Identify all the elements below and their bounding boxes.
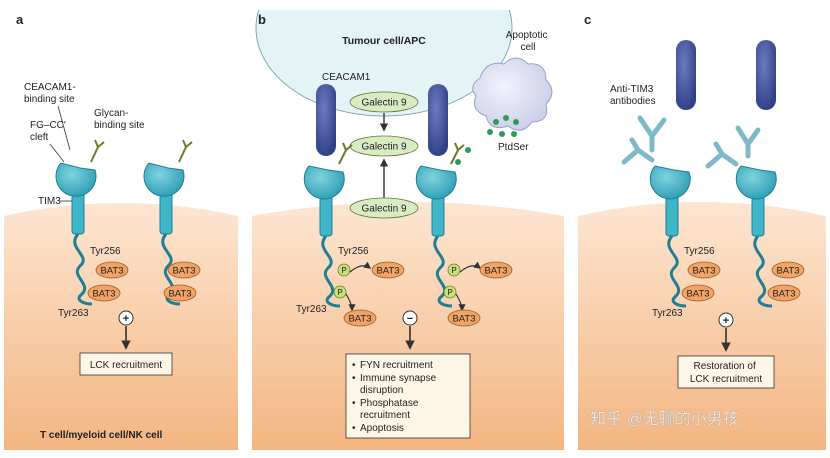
svg-text:Galectin 9: Galectin 9	[361, 204, 406, 215]
apoptotic-cell-label: Apoptotic cell	[506, 30, 550, 53]
ptdser-dots	[455, 115, 519, 165]
bat3-b-2: BAT3	[343, 309, 377, 327]
bat3-c-1: BAT3	[687, 261, 721, 279]
svg-text:BAT3: BAT3	[172, 266, 195, 277]
svg-text:Galectin 9: Galectin 9	[361, 142, 406, 153]
bat3-c-4: BAT3	[767, 284, 801, 302]
svg-text:−: −	[407, 313, 413, 325]
svg-text:BAT3: BAT3	[686, 289, 709, 300]
ceacam1-c-left	[676, 40, 696, 110]
bat3-a-1: BAT3	[95, 261, 129, 279]
svg-text:BAT3: BAT3	[484, 266, 507, 277]
tyr263-label-c: Tyr263	[652, 308, 683, 319]
svg-text:+: +	[123, 313, 129, 325]
galectin9-bottom: Galectin 9	[349, 197, 419, 219]
svg-text:BAT3: BAT3	[692, 266, 715, 277]
galectin9-top: Galectin 9	[349, 91, 419, 113]
svg-text:BAT3: BAT3	[348, 314, 371, 325]
restoration-box: Restoration of LCK recruitment	[677, 355, 775, 389]
svg-text:BAT3: BAT3	[776, 266, 799, 277]
tumour-cell-label: Tumour cell/APC	[342, 35, 426, 47]
svg-text:LCK recruitment: LCK recruitment	[90, 360, 162, 371]
svg-text:BAT3: BAT3	[376, 266, 399, 277]
tyr263-label-b: Tyr263	[296, 304, 327, 315]
cell-type-label: T cell/myeloid cell/NK cell	[40, 430, 162, 441]
tim3-receptor-b-left	[303, 142, 353, 308]
watermark: 知乎 @无聊的小男孩	[590, 410, 739, 428]
svg-text:P: P	[337, 288, 342, 297]
glycan-binding-label: Glycan- binding site	[94, 108, 145, 131]
svg-text:BAT3: BAT3	[168, 289, 191, 300]
tim3-receptor-c-right	[735, 165, 777, 308]
svg-text:BAT3: BAT3	[772, 289, 795, 300]
minus-sign-b: −	[402, 310, 418, 326]
bat3-a-3: BAT3	[167, 261, 201, 279]
panel-b: b Tumour cell/APC Apoptotic cell PtdSer …	[252, 10, 564, 450]
antibody-c-2	[621, 137, 655, 165]
bat3-c-3: BAT3	[771, 261, 805, 279]
bat3-b-1: BAT3	[371, 261, 405, 279]
panel-a: a CEACAM1- binding site FG–CC′ cleft Gly…	[4, 10, 238, 450]
ceacam1-label-b: CEACAM1	[322, 72, 371, 83]
antibody-c-4	[705, 141, 739, 169]
panel-c: c Anti-TIM3 antibodies	[578, 10, 826, 450]
phospho-b-4: P	[443, 285, 457, 299]
bat3-a-4: BAT3	[163, 284, 197, 302]
tim3-receptor-c-left	[649, 165, 691, 308]
antibody-c-3	[735, 125, 761, 159]
lck-recruitment-box: LCK recruitment	[79, 352, 173, 376]
tim3-label: TIM3	[38, 196, 61, 207]
tyr263-label-a: Tyr263	[58, 308, 89, 319]
ceacam1-c-right	[756, 40, 776, 110]
bat3-b-4: BAT3	[447, 309, 481, 327]
panel-b-letter: b	[258, 12, 266, 27]
svg-text:+: +	[723, 315, 729, 327]
antibody-c-1	[637, 115, 667, 153]
phospho-b-2: P	[333, 285, 347, 299]
panel-c-letter: c	[584, 12, 591, 27]
svg-text:Restoration of LCK rec: Restoration of LCK recruitment	[690, 361, 762, 385]
tim3-receptor-a-left	[55, 139, 105, 306]
apoptotic-cell	[472, 57, 553, 131]
svg-text:Galectin 9: Galectin 9	[361, 98, 406, 109]
svg-text:BAT3: BAT3	[92, 289, 115, 300]
ceacam1-binding-label: CEACAM1- binding site	[24, 82, 78, 105]
svg-text:BAT3: BAT3	[452, 314, 475, 325]
svg-text:P: P	[341, 266, 346, 275]
tim3-receptor-a-right	[143, 139, 193, 306]
panel-a-letter: a	[16, 12, 24, 27]
tyr256-label-c: Tyr256	[684, 246, 715, 257]
plus-sign-a: +	[118, 310, 134, 326]
tyr256-label-a: Tyr256	[90, 246, 121, 257]
fgcc-cleft-label: FG–CC′ cleft	[30, 120, 69, 143]
ptdser-label: PtdSer	[498, 142, 529, 153]
svg-text:• FYN recruitment: • FYN recruitment • Immune synapse disru…	[352, 360, 439, 434]
svg-text:BAT3: BAT3	[100, 266, 123, 277]
plus-sign-c: +	[718, 312, 734, 328]
inhibitory-outcomes-box: • FYN recruitment • Immune synapse disru…	[345, 353, 471, 439]
tim3-receptor-b-right	[415, 142, 465, 308]
svg-text:P: P	[451, 266, 456, 275]
tyr256-label-b: Tyr256	[338, 246, 369, 257]
anti-tim3-label: Anti-TIM3 antibodies	[610, 84, 656, 107]
ceacam1-b-right	[428, 84, 448, 156]
panel-a-cell-body	[4, 203, 238, 450]
phospho-b-3: P	[447, 263, 461, 277]
bat3-b-3: BAT3	[479, 261, 513, 279]
bat3-a-2: BAT3	[87, 284, 121, 302]
svg-text:P: P	[447, 288, 452, 297]
ceacam1-b-left	[316, 84, 336, 156]
phospho-b-1: P	[337, 263, 351, 277]
bat3-c-2: BAT3	[681, 284, 715, 302]
galectin9-middle: Galectin 9	[349, 135, 419, 157]
